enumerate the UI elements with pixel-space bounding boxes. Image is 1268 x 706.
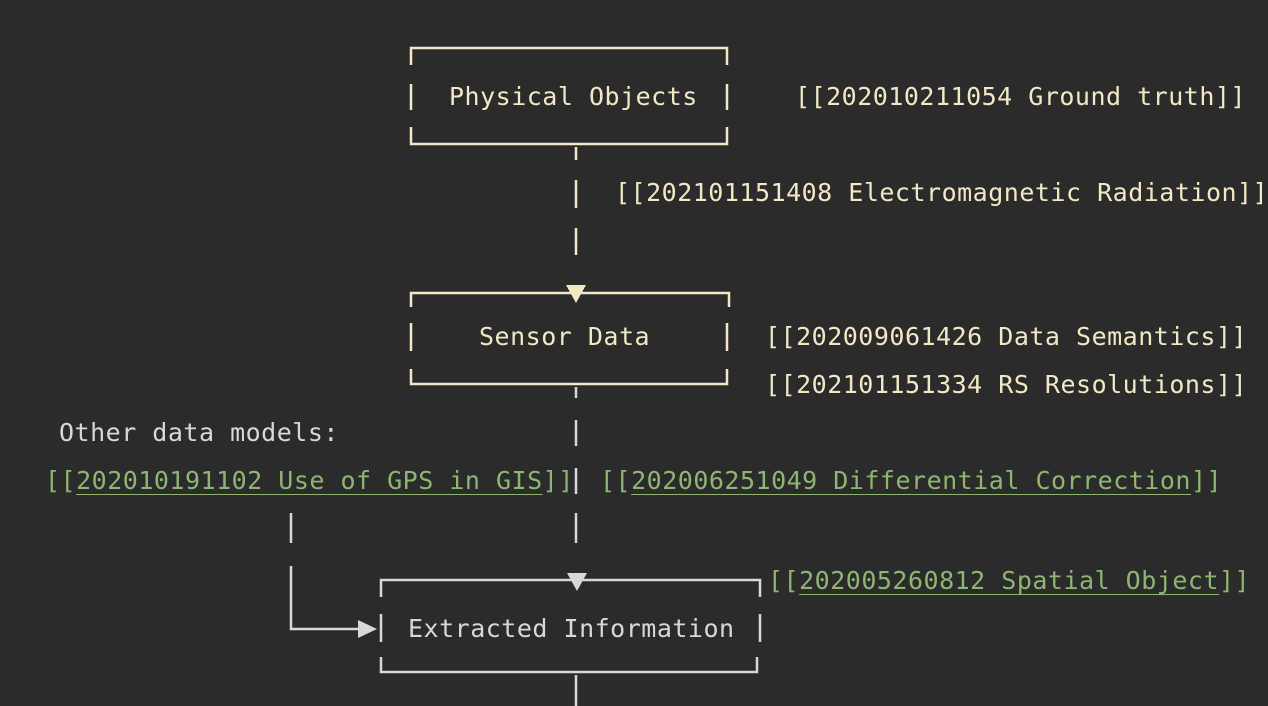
link-bracket-open: [[ [600,466,632,495]
note-data-semantics: [[202009061426 Data Semantics]] [765,322,1248,351]
note-ground-truth: [[202010211054 Ground truth]] [795,82,1246,111]
physical-objects-box-frame [409,46,729,146]
node-physical-objects: Physical Objects [449,82,698,111]
node-sensor-data: Sensor Data [479,322,651,351]
link-bracket-close: ]] [542,466,574,495]
node-extracted-information: Extracted Information [408,614,735,643]
arrowhead-extracted-top [567,573,587,591]
arrowhead-extracted-left [358,620,377,638]
extracted-information-box-frame [379,578,762,674]
other-data-models-label: Other data models: [59,418,339,447]
link-spatial-object[interactable]: [[202005260812 Spatial Object]] [768,566,1250,596]
link-text[interactable]: 202010191102 Use of GPS in GIS [76,466,543,495]
link-bracket-close: ]] [1190,466,1223,495]
link-bracket-open: [[ [768,566,800,595]
link-bracket-close: ]] [1219,566,1251,595]
note-rs-resolutions: [[202101151334 RS Resolutions]] [765,370,1248,399]
connector-gps-to-extracted [289,513,360,631]
link-text[interactable]: 202005260812 Spatial Object [799,566,1219,595]
link-differential-correction[interactable]: [[202006251049 Differential Correction]] [600,466,1222,496]
note-electromagnetic-radiation: [[202101151408 Electromagnetic Radiation… [615,178,1268,207]
link-bracket-open: [[ [45,466,77,495]
sensor-data-box-frame [409,291,731,386]
link-use-of-gps-in-gis[interactable]: [[202010191102 Use of GPS in GIS]] [45,466,574,496]
link-text[interactable]: 202006251049 Differential Correction [631,466,1191,495]
